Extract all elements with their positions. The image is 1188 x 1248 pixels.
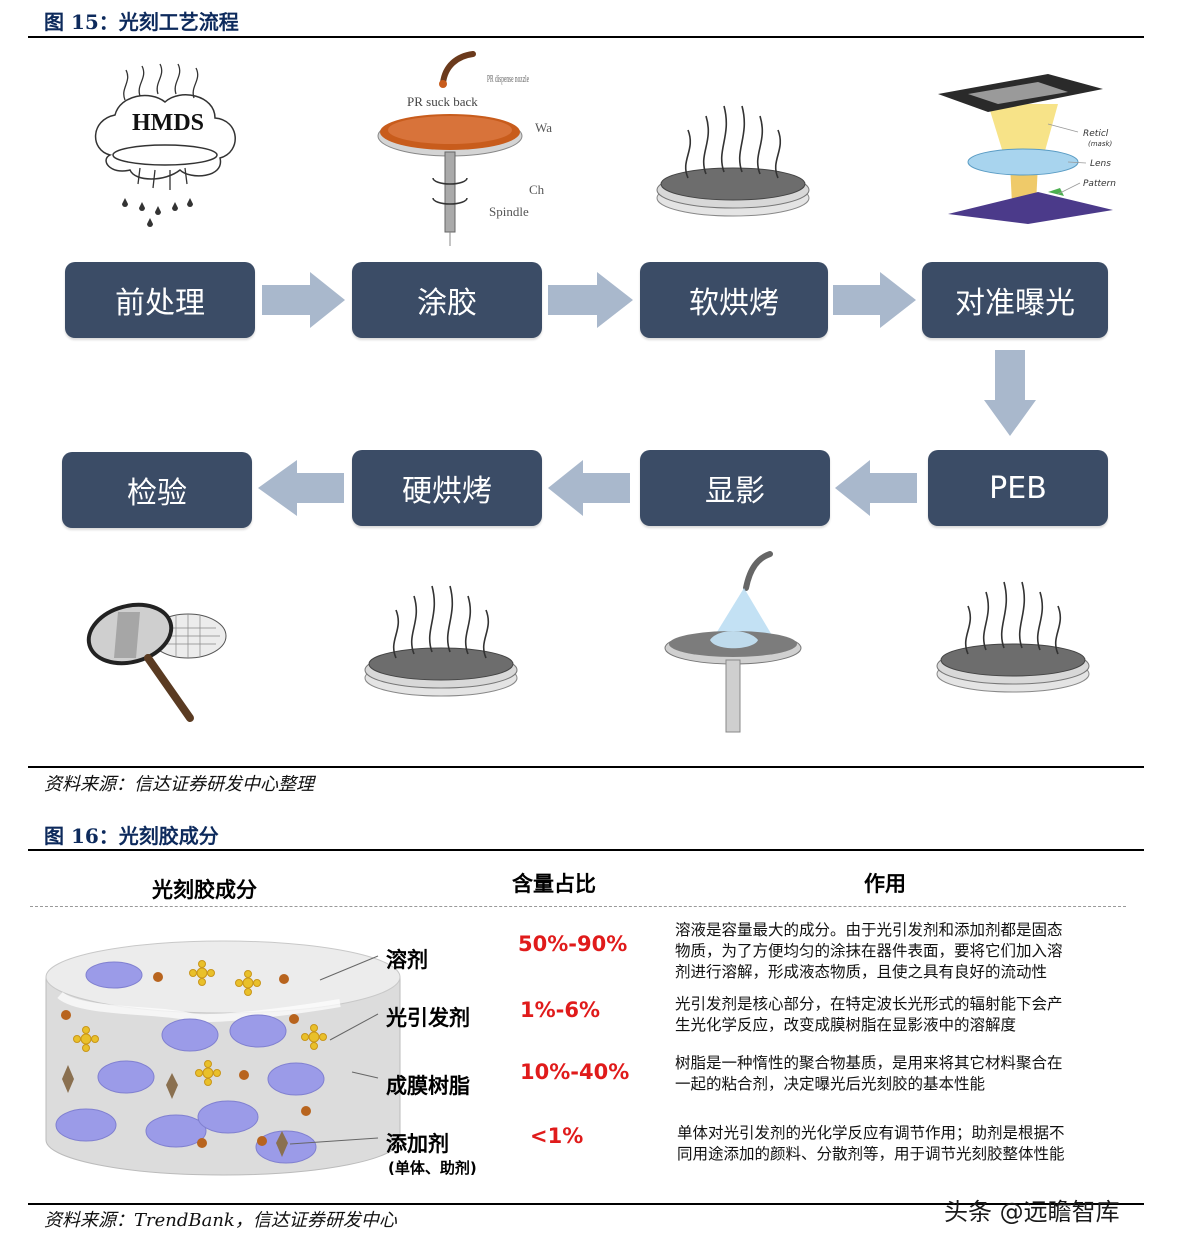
figure-15-title: 图 15：光刻工艺流程 bbox=[44, 10, 239, 34]
flow-arrows bbox=[258, 272, 1036, 516]
exposure-illustration: Reticl (mask) Lens Pattern bbox=[938, 74, 1116, 224]
lens-label: Lens bbox=[1090, 159, 1111, 169]
component-pointer-lines bbox=[289, 955, 379, 1145]
figure-16-title: 图 16：光刻胶成分 bbox=[44, 824, 219, 848]
hmds-label: HMDS bbox=[132, 110, 204, 136]
arrow-left-icon bbox=[548, 460, 630, 516]
arrow-down-icon bbox=[984, 350, 1036, 436]
component-additive-sub: (单体、助剂) bbox=[388, 1159, 477, 1177]
inspection-illustration bbox=[86, 602, 227, 722]
photoresist-cylinder-illustration bbox=[45, 940, 401, 1176]
step-develop: 显影 bbox=[640, 450, 830, 526]
pattern-label: Pattern bbox=[1083, 179, 1116, 189]
arrow-right-icon bbox=[548, 272, 633, 328]
chuck-label: Ch bbox=[529, 182, 545, 197]
desc-solvent: 溶液是容量最大的成分。由于光引发剂和添加剂都是固态物质，为了方便均匀的涂抹在器件… bbox=[675, 921, 1063, 981]
arrow-right-icon bbox=[833, 272, 916, 328]
watermark: 头条 @远瞻智库 bbox=[944, 1198, 1120, 1226]
spin-coat-illustration: PR suck back PR dispense nozzle Wa Ch Sp… bbox=[377, 51, 552, 246]
component-photoinitiator: 光引发剂 bbox=[386, 1006, 470, 1030]
ratio-photoinitiator: 1%-6% bbox=[520, 998, 601, 1022]
step-coating: 涂胶 bbox=[352, 262, 542, 338]
figure-16-bottom-rule bbox=[28, 1203, 1144, 1205]
hmds-illustration: HMDS bbox=[94, 63, 236, 227]
desc-photoinitiator: 光引发剂是核心部分，在特定波长光形式的辐射能下会产生光化学反应，改变成膜树脂在显… bbox=[675, 995, 1063, 1034]
component-solvent: 溶剂 bbox=[386, 948, 428, 972]
step-peb: PEB bbox=[928, 450, 1108, 526]
ratio-additive: <1% bbox=[530, 1124, 584, 1148]
header-dashed-divider bbox=[30, 906, 1126, 907]
develop-illustration bbox=[664, 551, 802, 733]
peb-illustration bbox=[936, 581, 1090, 693]
step-soft-bake: 软烘烤 bbox=[640, 262, 828, 338]
component-additive: 添加剂 bbox=[386, 1132, 449, 1156]
desc-additive: 单体对光引发剂的光化学反应有调节作用；助剂是根据不同用途添加的颜料、分散剂等，用… bbox=[677, 1124, 1065, 1163]
figure-15-source: 资料来源：信达证券研发中心整理 bbox=[44, 774, 314, 795]
ratio-resin: 10%-40% bbox=[520, 1060, 630, 1084]
figure-15-bottom-rule bbox=[28, 766, 1144, 768]
reticle-label: Reticl bbox=[1083, 129, 1109, 139]
header-component: 光刻胶成分 bbox=[152, 878, 257, 902]
arrow-right-icon bbox=[262, 272, 345, 328]
pr-suck-back-label: PR suck back bbox=[407, 94, 478, 109]
soft-bake-illustration bbox=[656, 105, 810, 217]
pr-nozzle-label: PR dispense nozzle bbox=[487, 73, 529, 85]
figure-16-top-rule bbox=[28, 849, 1144, 851]
header-ratio: 含量占比 bbox=[512, 872, 596, 896]
hard-bake-illustration bbox=[364, 585, 518, 697]
header-role: 作用 bbox=[864, 872, 906, 896]
wafer-label: Wa bbox=[535, 120, 552, 135]
ratio-solvent: 50%-90% bbox=[518, 932, 628, 956]
spindle-label: Spindle bbox=[489, 204, 529, 219]
step-align-expose: 对准曝光 bbox=[922, 262, 1108, 338]
figure-16-source: 资料来源：TrendBank，信达证券研发中心 bbox=[44, 1210, 397, 1231]
step-pretreatment: 前处理 bbox=[65, 262, 255, 338]
arrow-left-icon bbox=[258, 460, 344, 516]
step-inspection: 检验 bbox=[62, 452, 252, 528]
figure-15-top-rule bbox=[28, 36, 1144, 38]
desc-resin: 树脂是一种惰性的聚合物基质，是用来将其它材料聚合在一起的粘合剂，决定曝光后光刻胶… bbox=[675, 1054, 1063, 1093]
arrow-left-icon bbox=[835, 460, 917, 516]
step-hard-bake: 硬烘烤 bbox=[352, 450, 542, 526]
mask-label: (mask) bbox=[1088, 140, 1113, 148]
component-resin: 成膜树脂 bbox=[386, 1074, 470, 1098]
